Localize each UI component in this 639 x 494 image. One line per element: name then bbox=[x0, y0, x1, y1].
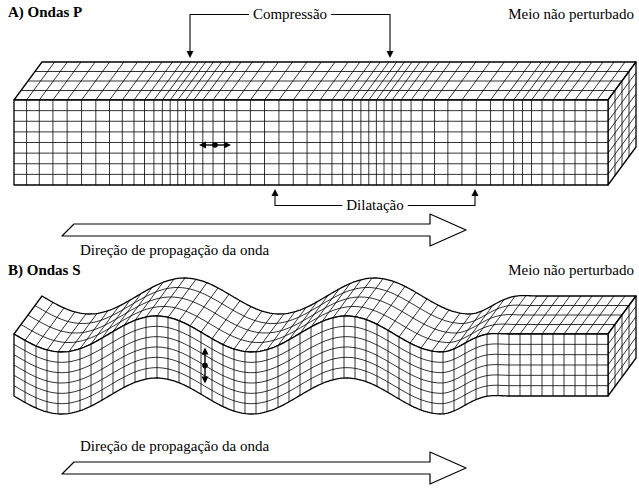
particle-dot bbox=[212, 142, 218, 148]
bracket-line bbox=[331, 15, 390, 53]
grid-line bbox=[14, 174, 608, 175]
grid-line bbox=[14, 142, 608, 143]
grid-line bbox=[629, 306, 630, 368]
grid-line bbox=[629, 72, 630, 157]
propagation-arrow bbox=[62, 452, 466, 484]
arrow-label: Direção de propagação da onda bbox=[80, 438, 269, 455]
arrow-label: Direção de propagação da onda bbox=[80, 242, 269, 259]
arrowhead bbox=[472, 189, 479, 196]
grid-line bbox=[615, 325, 616, 387]
grid-line bbox=[35, 71, 629, 72]
side-face bbox=[608, 62, 636, 185]
arrowhead bbox=[199, 142, 206, 149]
grid-line bbox=[622, 81, 623, 166]
grid-line bbox=[14, 131, 608, 132]
arrowhead bbox=[224, 142, 231, 149]
grid-line bbox=[14, 337, 608, 373]
arrowhead bbox=[387, 51, 394, 58]
bracket-line bbox=[408, 195, 475, 206]
zone-label: Dilatação bbox=[346, 197, 403, 214]
grid-line bbox=[14, 163, 608, 164]
grid-line bbox=[28, 81, 622, 82]
section-title: B) Ondas S bbox=[8, 262, 81, 279]
grid-line bbox=[14, 153, 608, 154]
front-face bbox=[14, 100, 608, 185]
grid-line bbox=[622, 315, 623, 377]
front-face bbox=[14, 316, 608, 414]
medium-label: Meio não perturbado bbox=[508, 6, 634, 23]
arrowhead bbox=[202, 348, 209, 355]
arrowhead bbox=[187, 51, 194, 58]
grid-line bbox=[21, 90, 615, 91]
arrowhead bbox=[272, 189, 279, 196]
propagation-arrow bbox=[62, 214, 466, 246]
bracket-line bbox=[190, 15, 249, 53]
particle-dot bbox=[202, 363, 208, 369]
arrowhead bbox=[202, 377, 209, 384]
side-face bbox=[608, 296, 636, 396]
top-face bbox=[14, 62, 636, 100]
medium-label: Meio não perturbado bbox=[508, 262, 634, 279]
grid-line bbox=[14, 110, 608, 111]
grid-line bbox=[14, 347, 608, 383]
bracket-line bbox=[275, 195, 342, 206]
grid-line bbox=[14, 357, 608, 393]
section-title: A) Ondas P bbox=[8, 4, 82, 21]
grid-line bbox=[14, 368, 608, 404]
grid-line bbox=[14, 121, 608, 122]
grid-line bbox=[615, 91, 616, 176]
zone-label: Compressão bbox=[253, 6, 327, 23]
grid-line bbox=[35, 288, 629, 324]
